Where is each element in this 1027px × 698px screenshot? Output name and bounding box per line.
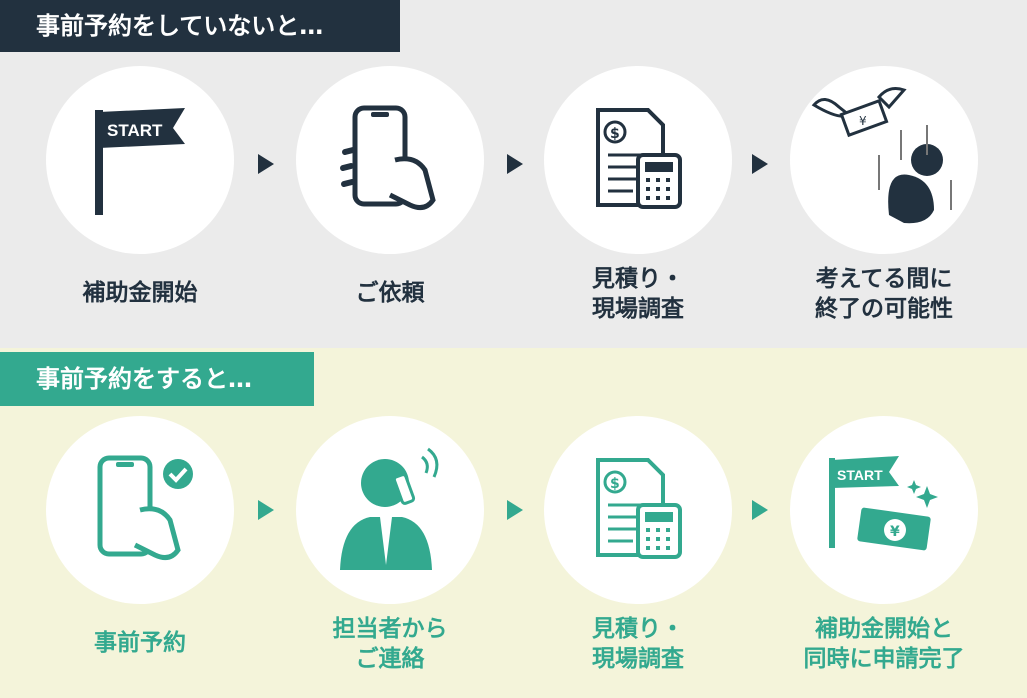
step-label: 補助金開始と同時に申請完了 [803,616,965,672]
step-label: 見積り・現場調査 [592,616,684,672]
arrow-right-icon [507,500,523,520]
arrow-right-icon [258,154,274,174]
arrow-right-icon [752,154,768,174]
svg-text:START: START [107,121,163,140]
step-circle: $ [544,66,732,254]
section-title: 事前予約をすると… [0,352,314,406]
flying-money-sad-person-icon: ¥ [811,87,952,224]
svg-text:¥: ¥ [859,114,867,128]
without-reservation-section: 事前予約をしていないと… START 補助金開始 ご依頼 $ 見積り・現場調査 … [0,0,1027,348]
step-label: ご依頼 [355,280,425,306]
smartphone-check-icon [97,455,193,561]
section-title: 事前予約をしていないと… [0,0,400,52]
arrow-right-icon [507,154,523,174]
step-label: 補助金開始 [82,280,198,306]
start-flag-icon: START [95,108,185,215]
step-circle: START ¥ [790,416,978,604]
step-circle: ¥ [790,66,978,254]
smartphone-hand-icon [340,105,436,211]
step-label: 見積り・現場調査 [592,266,684,322]
invoice-calculator-icon: $ [596,458,682,559]
svg-text:START: START [837,467,883,483]
step-circle: $ [544,416,732,604]
start-flag-money-icon: START ¥ [829,456,938,551]
arrow-right-icon [258,500,274,520]
svg-text:$: $ [610,126,620,142]
with-reservation-section: 事前予約をすると… 事前予約 担当者からご連絡 $ 見積り・現場調査 START… [0,348,1027,698]
step-circle: START [46,66,234,254]
svg-text:$: $ [610,476,620,492]
step-circle [46,416,234,604]
arrow-right-icon [752,500,768,520]
step-label: 担当者からご連絡 [332,616,448,672]
step-circle [296,416,484,604]
step-label: 事前予約 [94,630,186,656]
svg-text:¥: ¥ [890,524,900,540]
step-label: 考えてる間に終了の可能性 [815,266,953,322]
invoice-calculator-icon: $ [596,108,682,209]
step-circle [296,66,484,254]
person-phone-call-icon [340,447,439,570]
